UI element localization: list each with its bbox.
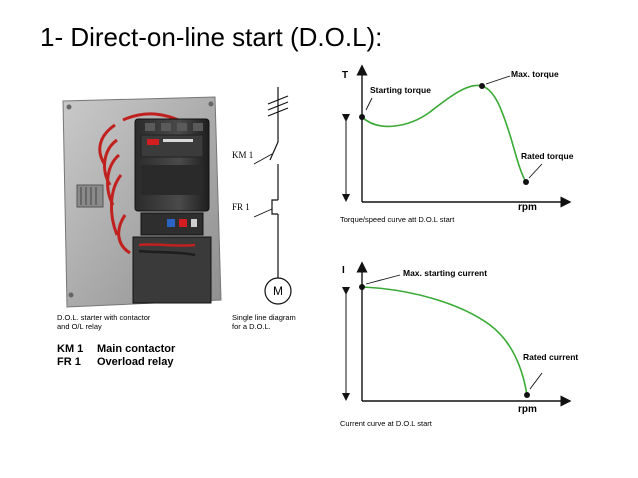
starting-torque-leader bbox=[365, 97, 373, 111]
single-line-caption-line2: for a D.O.L. bbox=[232, 322, 271, 331]
torque-y-label: T bbox=[342, 70, 349, 81]
three-phase-hatch bbox=[267, 95, 289, 117]
max-torque-annotation: Max. torque bbox=[511, 69, 559, 79]
km1-label: KM 1 bbox=[232, 150, 254, 160]
fr1-label: FR 1 bbox=[232, 202, 250, 212]
max-starting-current-annotation: Max. starting current bbox=[403, 268, 488, 278]
max-current-leader bbox=[365, 274, 401, 285]
km1-contact-symbol bbox=[269, 141, 279, 161]
rated-current-leader bbox=[529, 372, 543, 390]
fr1-pointer bbox=[253, 208, 273, 218]
max-torque-point bbox=[479, 83, 485, 89]
rated-torque-annotation: Rated torque bbox=[521, 151, 574, 161]
legend-fr1-code: FR 1 bbox=[57, 356, 81, 368]
legend-km1-code: KM 1 bbox=[57, 343, 84, 355]
starting-torque-annotation: Starting torque bbox=[370, 85, 431, 95]
current-x-label: rpm bbox=[518, 404, 537, 415]
fr1-thermal-symbol bbox=[271, 199, 278, 215]
current-chart-caption: Current curve at D.O.L start bbox=[340, 419, 432, 428]
starting-torque-point bbox=[359, 114, 365, 120]
single-line-diagram bbox=[253, 87, 292, 305]
motor-circle bbox=[264, 277, 292, 305]
torque-chart-caption: Torque/speed curve att D.O.L start bbox=[340, 215, 455, 224]
current-y-label: I bbox=[342, 265, 345, 276]
legend-km1-desc: Main contactor bbox=[97, 343, 176, 355]
legend-row-km1: KM 1 Main contactor bbox=[57, 343, 175, 356]
rated-torque-leader bbox=[528, 163, 543, 179]
current-chart bbox=[342, 261, 572, 407]
legend-row-fr1: FR 1 Overload relay bbox=[57, 356, 175, 369]
legend-fr1-desc: Overload relay bbox=[97, 356, 174, 368]
km1-pointer bbox=[253, 153, 273, 165]
torque-curve bbox=[361, 84, 527, 183]
rated-current-annotation: Rated current bbox=[523, 352, 579, 362]
torque-speed-chart bbox=[342, 64, 572, 208]
max-torque-leader bbox=[485, 75, 511, 85]
rated-torque-point bbox=[523, 179, 529, 185]
motor-label: M bbox=[273, 284, 283, 298]
legend: KM 1 Main contactor FR 1 Overload relay bbox=[57, 343, 175, 369]
torque-x-label: rpm bbox=[518, 202, 537, 213]
dol-starter-photo bbox=[62, 96, 222, 308]
max-starting-current-point bbox=[359, 284, 365, 290]
photo-caption-line1: D.O.L. starter with contactor bbox=[57, 313, 151, 322]
rated-current-point bbox=[524, 392, 530, 398]
current-curve bbox=[361, 286, 528, 396]
slide-title: 1- Direct-on-line start (D.O.L): bbox=[40, 22, 383, 52]
photo-caption-line2: and O/L relay bbox=[57, 322, 102, 331]
single-line-caption-line1: Single line diagram bbox=[232, 313, 296, 322]
